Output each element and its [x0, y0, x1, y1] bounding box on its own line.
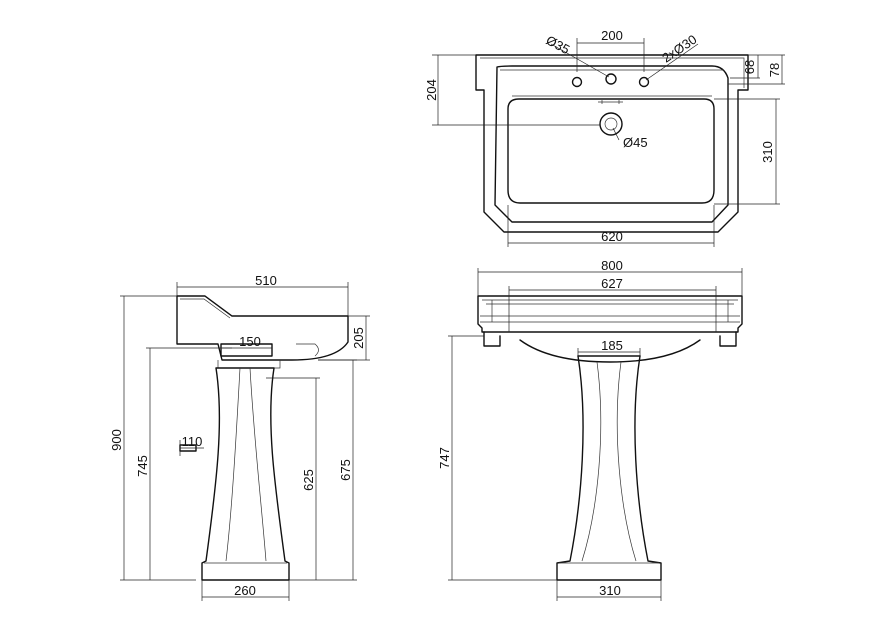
dim-side-depth: 510 — [255, 273, 277, 288]
dim-top-waste: Ø45 — [623, 135, 648, 150]
dim-front-width-800: 800 — [601, 258, 623, 273]
dim-top-rim-68: 68 — [742, 60, 757, 74]
dim-top-depth: 204 — [424, 79, 439, 101]
dim-front-width-627: 627 — [601, 276, 623, 291]
dim-side-waste-110: 110 — [182, 434, 203, 449]
side-view: 510 900 745 150 205 110 625 675 — [109, 273, 370, 601]
dim-top-tap-spacing: 200 — [601, 28, 623, 43]
dim-side-height-900: 900 — [109, 429, 124, 451]
dim-top-bowl-width: 620 — [601, 229, 623, 244]
dim-side-height-675: 675 — [338, 459, 353, 481]
dim-side-height-625: 625 — [301, 469, 316, 491]
dim-front-neck-185: 185 — [601, 338, 623, 353]
dim-side-waste-150: 150 — [239, 334, 261, 349]
dim-side-height-745: 745 — [135, 455, 150, 477]
dim-side-base-260: 260 — [234, 583, 256, 598]
dim-top-bowl-depth: 310 — [760, 141, 775, 163]
dim-top-rim-78: 78 — [767, 63, 782, 77]
dim-front-base-310: 310 — [599, 583, 621, 598]
dim-side-basin-205: 205 — [351, 327, 366, 349]
dim-top-side-holes: 2xØ30 — [659, 32, 699, 66]
top-view: 200 Ø35 2xØ30 204 68 78 310 Ø45 620 — [424, 28, 785, 247]
front-view: 800 627 185 747 310 — [437, 258, 743, 601]
dim-front-height-747: 747 — [437, 447, 452, 469]
